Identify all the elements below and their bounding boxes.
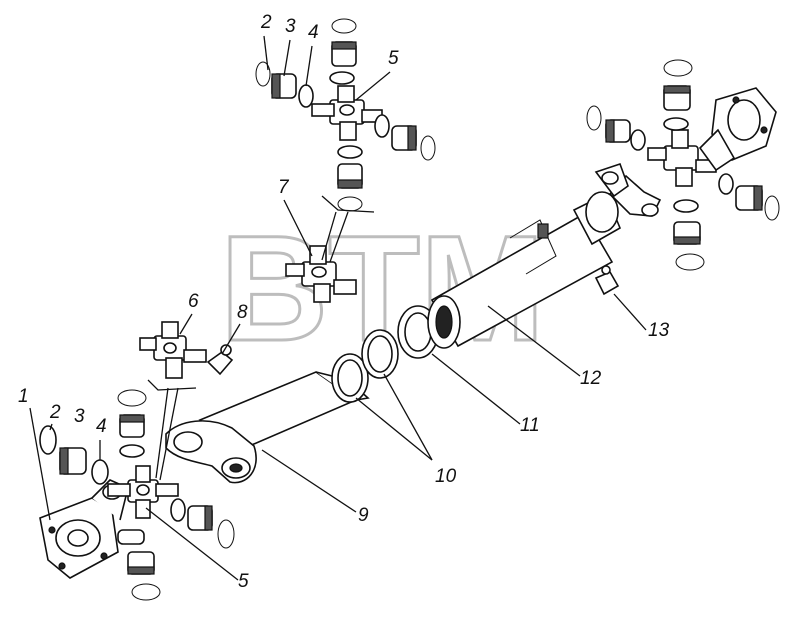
seal-rings-10 — [331, 329, 399, 403]
callout-label-c4b: 4 — [96, 416, 107, 437]
callout-label-c2a: 2 — [260, 12, 272, 33]
bearing-cups-right — [586, 59, 780, 271]
callout-label-c12: 12 — [580, 368, 602, 389]
callout-label-c6: 6 — [188, 291, 199, 312]
cross-7 — [285, 245, 357, 303]
callout-label-c1: 1 — [18, 386, 29, 407]
leader-lines — [29, 35, 647, 581]
grease-fitting-8 — [206, 344, 234, 376]
callout-label-c10: 10 — [435, 466, 457, 487]
flange-yoke-right — [698, 87, 777, 172]
callout-label-c7: 7 — [278, 177, 290, 198]
cross-lower-left — [107, 465, 179, 519]
cross-6 — [139, 321, 207, 379]
callout-label-c5b: 5 — [238, 571, 249, 592]
callout-label-c4a: 4 — [308, 22, 319, 43]
cross-right — [647, 129, 717, 187]
callout-label-c13: 13 — [648, 320, 670, 341]
callout-label-c3b: 3 — [74, 406, 85, 427]
callout-label-c9: 9 — [358, 505, 369, 526]
callout-label-c5a: 5 — [388, 48, 399, 69]
bearing-cups-upper — [255, 18, 436, 212]
cross-upper — [311, 85, 383, 141]
callout-label-c2b: 2 — [49, 402, 61, 423]
callout-label-c8: 8 — [237, 302, 248, 323]
callout-label-c11: 11 — [520, 415, 540, 436]
shaft-tube-12 — [427, 162, 662, 349]
callout-label-c3a: 3 — [285, 16, 296, 37]
grease-fitting-13 — [594, 265, 620, 296]
bearing-cups-left — [39, 389, 235, 601]
